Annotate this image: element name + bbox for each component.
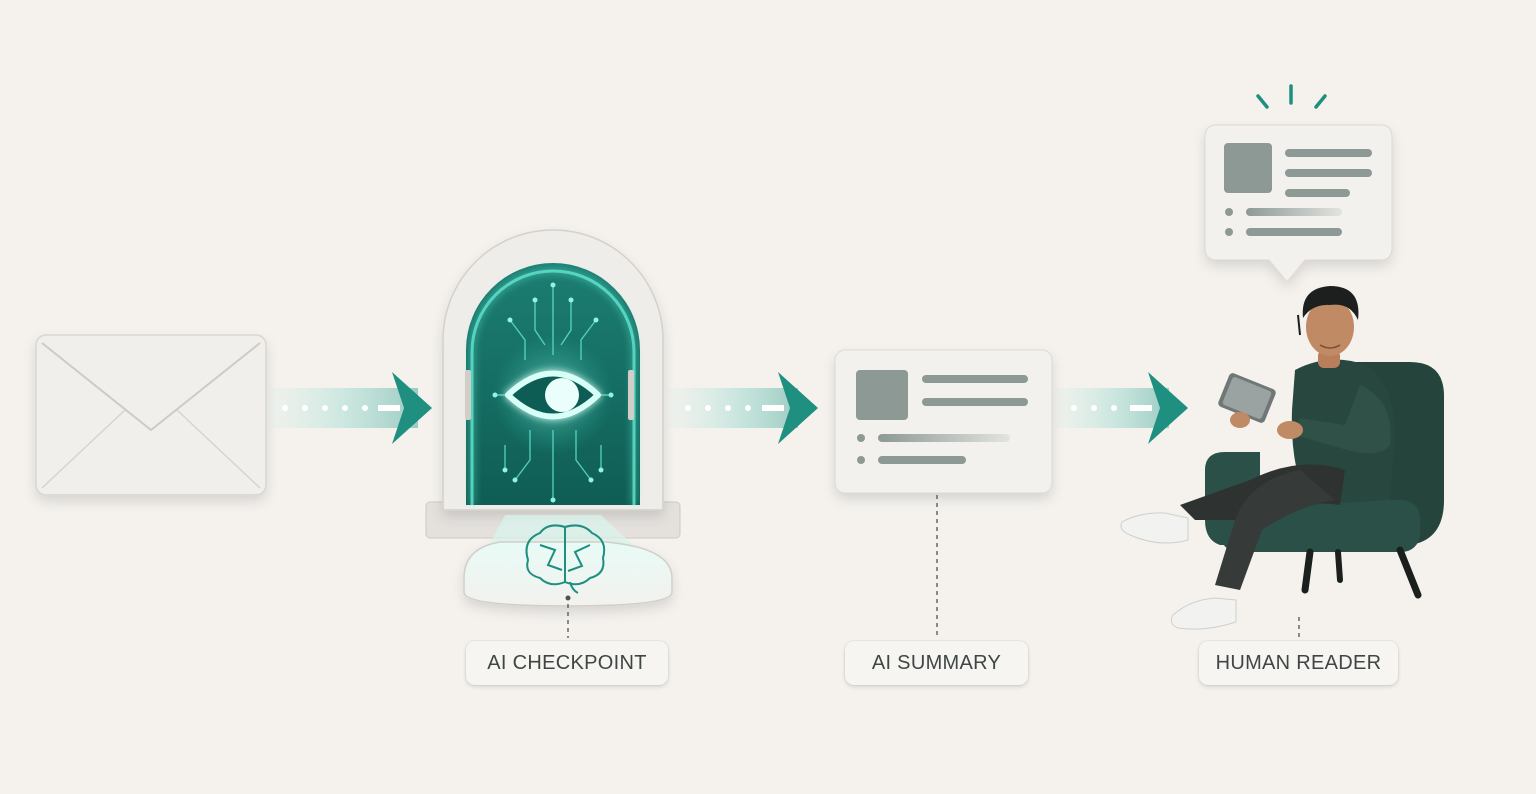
human-reader-label: HUMAN READER [1199, 641, 1398, 685]
arrow-right-icon [1148, 372, 1188, 444]
arrow-envelope-to-checkpoint [268, 372, 432, 444]
notification-rays-icon [1256, 84, 1327, 109]
arrow-checkpoint-to-summary [668, 372, 818, 444]
ai-checkpoint-gate [425, 229, 681, 539]
ai-summary-label: AI SUMMARY [845, 641, 1028, 685]
arrow-right-icon [778, 372, 818, 444]
brain-icon [525, 524, 606, 594]
summary-card-content [856, 370, 1028, 638]
envelope-icon [35, 334, 267, 496]
human-reader-illustration [1120, 286, 1444, 638]
ai-checkpoint-label: AI CHECKPOINT [466, 641, 668, 685]
eye-icon [505, 370, 601, 420]
brain-platform [463, 515, 673, 638]
arrow-right-icon [392, 372, 432, 444]
arrow-summary-to-reader [1054, 372, 1188, 444]
speech-bubble-content [1224, 143, 1372, 236]
